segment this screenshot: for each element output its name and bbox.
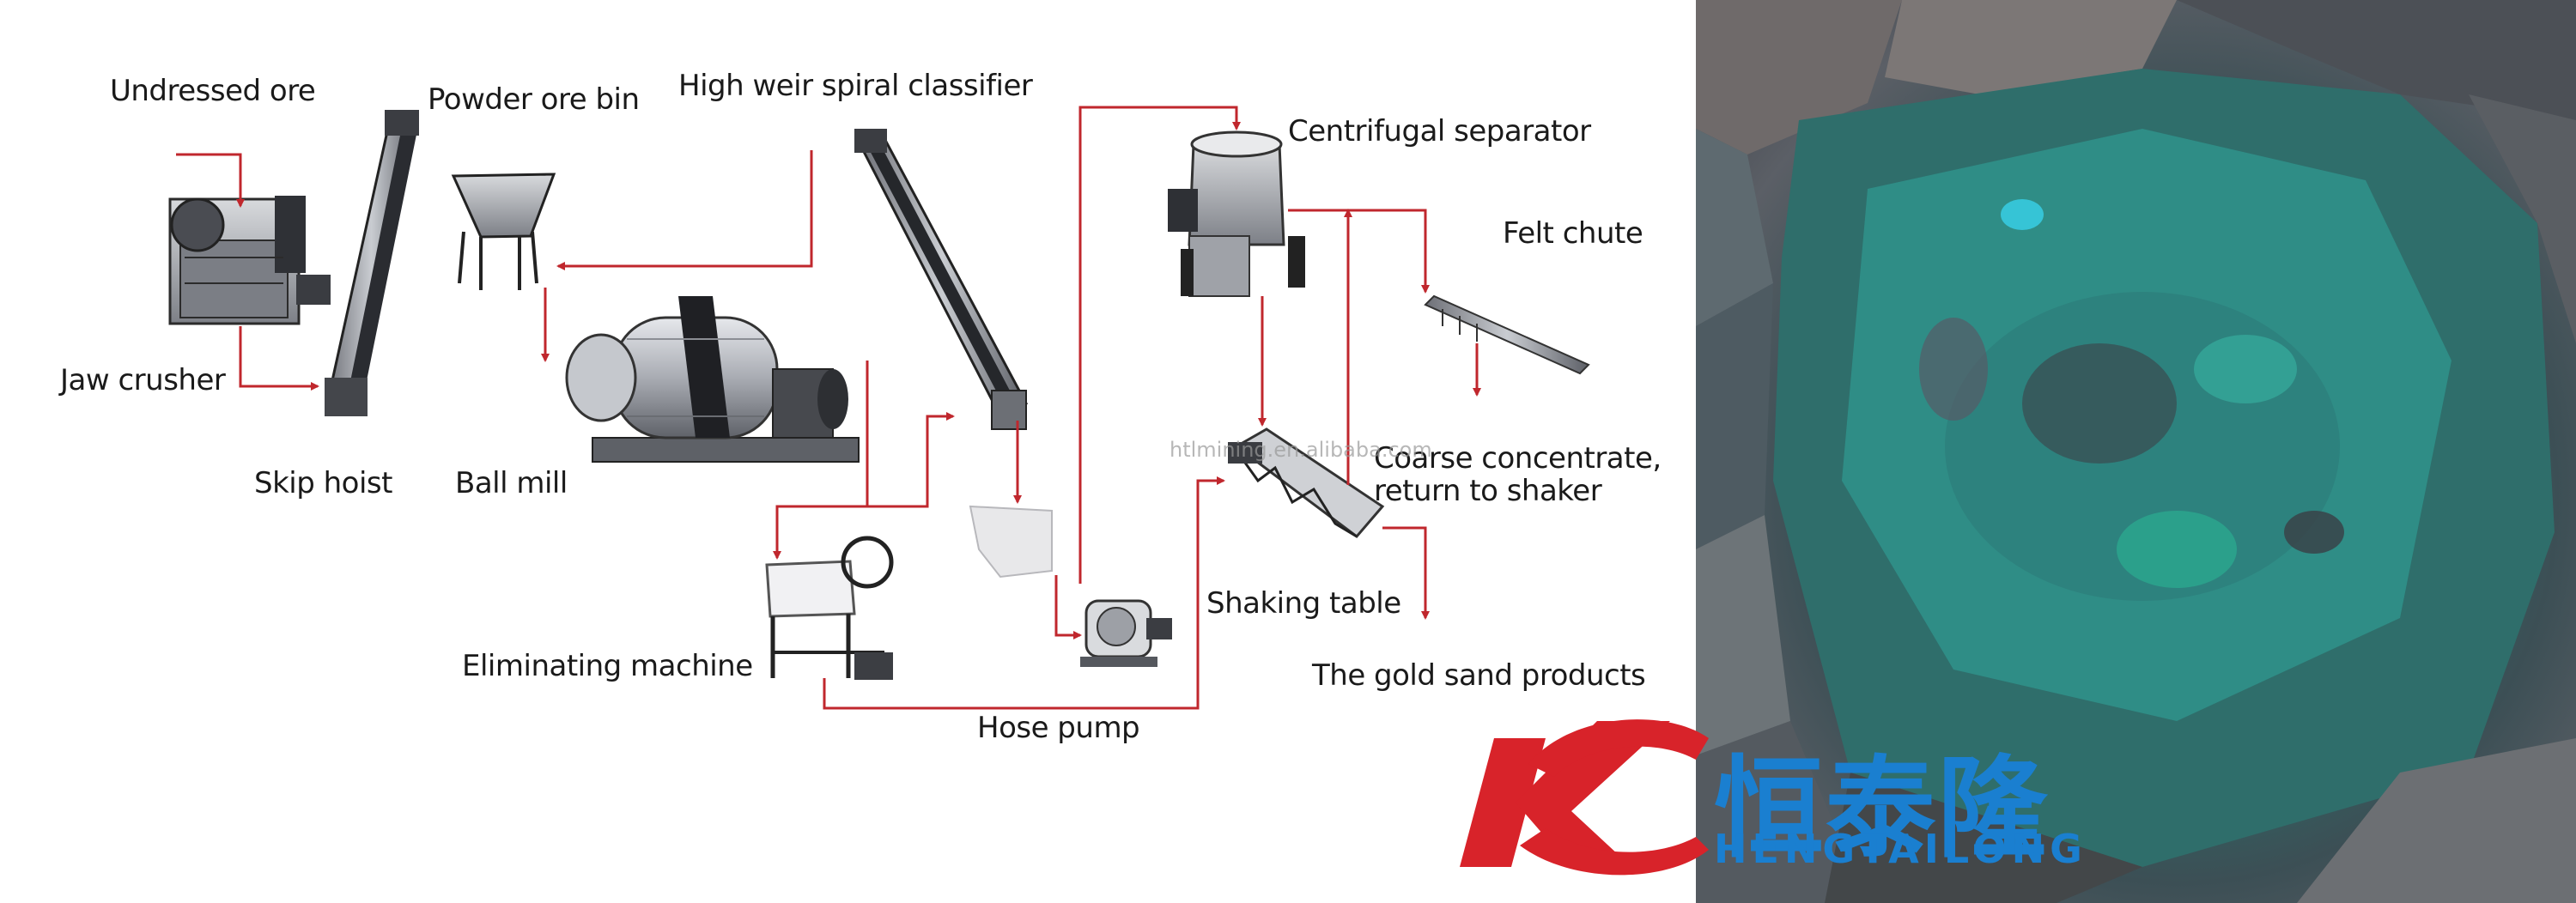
watermark: htlmining.en.alibaba.com bbox=[1170, 438, 1432, 462]
label-powder-ore-bin: Powder ore bin bbox=[428, 82, 640, 117]
arrow-eliminator-to-classifier bbox=[867, 416, 953, 506]
label-felt-chute: Felt chute bbox=[1503, 216, 1643, 251]
label-undressed-ore: Undressed ore bbox=[110, 74, 315, 108]
flow-diagram: Undressed ore Powder ore bin High weir s… bbox=[0, 0, 1696, 903]
label-jaw-crusher: Jaw crusher bbox=[60, 363, 225, 397]
label-hose-pump: Hose pump bbox=[977, 711, 1139, 745]
label-gold-sand-products: The gold sand products bbox=[1312, 658, 1645, 693]
eliminating-machine-icon bbox=[767, 538, 893, 680]
arrow-classifier-to-bin bbox=[558, 150, 811, 266]
arrow-crusher-to-hoist bbox=[240, 326, 318, 386]
label-high-weir-spiral-classifier: High weir spiral classifier bbox=[678, 69, 1032, 103]
jaw-crusher-icon bbox=[170, 196, 331, 324]
arrow-sump-to-pump bbox=[1056, 575, 1080, 635]
powder-ore-bin-icon bbox=[453, 174, 554, 290]
ball-mill-icon bbox=[567, 296, 859, 462]
label-shaking-table: Shaking table bbox=[1206, 586, 1401, 621]
logo-english-text: HENGTAILONG bbox=[1714, 826, 2087, 872]
label-eliminating-machine: Eliminating machine bbox=[462, 649, 753, 683]
skip-hoist-icon bbox=[325, 110, 419, 416]
hose-pump-icon bbox=[1080, 601, 1172, 667]
felt-chute-icon bbox=[1425, 296, 1589, 373]
spiral-classifier-icon bbox=[854, 129, 1026, 429]
arrow-separator-to-chute bbox=[1288, 210, 1425, 292]
label-skip-hoist: Skip hoist bbox=[254, 466, 392, 500]
label-centrifugal-separator: Centrifugal separator bbox=[1288, 114, 1591, 148]
label-ball-mill: Ball mill bbox=[455, 466, 568, 500]
sump-box-icon bbox=[970, 506, 1052, 577]
centrifugal-separator-icon bbox=[1168, 132, 1305, 296]
